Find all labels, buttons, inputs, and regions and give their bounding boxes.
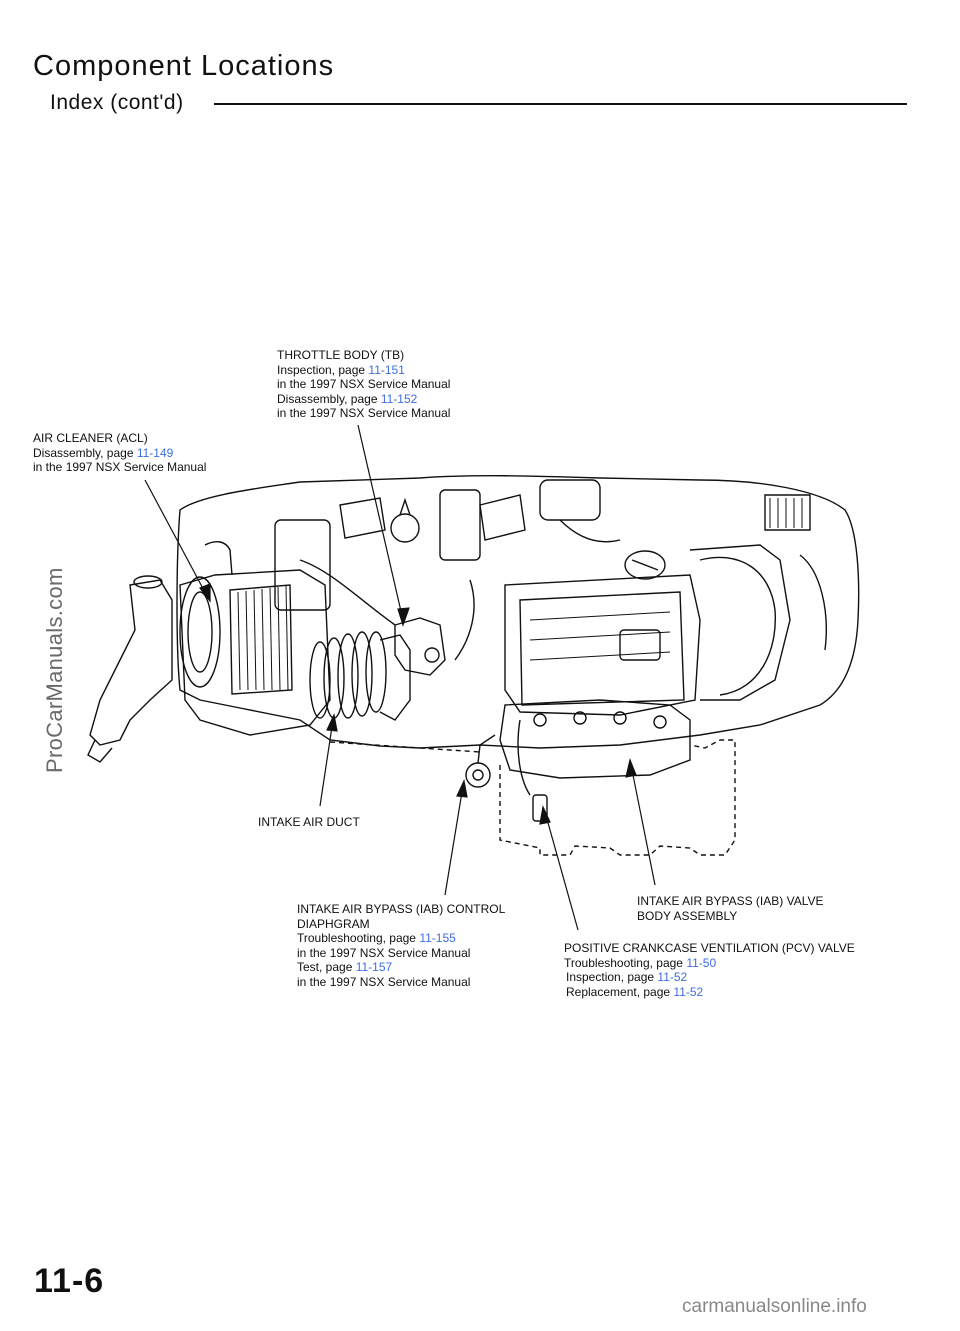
throttle-body-manual-text: in the 1997 NSX Service Manual [277, 377, 451, 391]
iab-diaphragm-label-1: INTAKE AIR BYPASS (IAB) CONTROL [297, 902, 506, 916]
iab-diaphragm-test-link[interactable]: 11-157 [355, 960, 393, 974]
intake-manifold [504, 574, 701, 716]
iab-diaphragm-troubleshooting-text: Troubleshooting, page [297, 931, 420, 945]
iab-diaphragm-test-text: Test, page [297, 960, 356, 974]
throttle-body-manual-text-2: in the 1997 NSX Service Manual [277, 406, 451, 420]
throttle-body-disassembly-link[interactable]: 11-152 [380, 391, 418, 406]
pcv-troubleshooting-link[interactable]: 11-50 [686, 955, 717, 970]
air-cleaner-label: AIR CLEANER (ACL) [33, 431, 148, 445]
header-rule [214, 103, 907, 105]
pcv-inspection-link[interactable]: 11-52 [657, 970, 688, 984]
throttle-body-inspection-link[interactable]: 11-151 [368, 362, 405, 377]
pcv-valve-label: POSITIVE CRANKCASE VENTILATION (PCV) VAL… [564, 941, 855, 955]
air-cleaner-manual-text: in the 1997 NSX Service Manual [33, 460, 207, 474]
throttle-body-label: THROTTLE BODY (TB) [277, 348, 405, 362]
inlet-tube [89, 579, 173, 746]
pcv-replacement-link[interactable]: 11-52 [673, 984, 704, 999]
iab-diaphragm [465, 762, 491, 788]
callout-throttle-body: THROTTLE BODY (TB) Inspection, page 11-1… [277, 348, 450, 421]
iab-diaphragm-troubleshooting-link[interactable]: 11-155 [419, 931, 456, 945]
engine-outline [176, 474, 860, 749]
callout-intake-duct: INTAKE AIR DUCT [258, 815, 360, 830]
intake-duct-bellows [309, 631, 387, 719]
throttle-body-inspection-text: Inspection, page [277, 362, 369, 377]
callout-iab-diaphragm: INTAKE AIR BYPASS (IAB) CONTROL DIAPHGRA… [297, 902, 505, 989]
throttle-body [394, 617, 446, 676]
callout-air-cleaner: AIR CLEANER (ACL) Disassembly, page 11-1… [33, 431, 206, 475]
throttle-body-disassembly-text: Disassembly, page [277, 391, 381, 406]
air-cleaner-box [179, 569, 331, 736]
iab-valve-body [499, 699, 691, 779]
intake-duct-label: INTAKE AIR DUCT [258, 815, 360, 829]
footer-site: carmanualsonline.info [682, 1296, 867, 1317]
page-title: Component Locations [33, 50, 335, 82]
callout-iab-valve: INTAKE AIR BYPASS (IAB) VALVE BODY ASSEM… [637, 894, 824, 923]
iab-diaphragm-label-2: DIAPHGRAM [297, 916, 370, 931]
pcv-troubleshooting-text: Troubleshooting, page [564, 955, 687, 970]
iab-valve-label-2: BODY ASSEMBLY [637, 908, 738, 923]
pcv-replacement-text: Replacement, page [566, 984, 674, 999]
iab-diaphragm-manual-text: in the 1997 NSX Service Manual [297, 945, 471, 960]
page-number: 11-6 [34, 1262, 105, 1300]
pcv-inspection-text: Inspection, page [566, 970, 658, 984]
air-cleaner-disassembly-link[interactable]: 11-149 [136, 445, 174, 460]
air-cleaner-disassembly-text: Disassembly, page [33, 445, 137, 460]
callout-pcv-valve: POSITIVE CRANKCASE VENTILATION (PCV) VAL… [564, 941, 855, 999]
iab-diaphragm-manual-text-2: in the 1997 NSX Service Manual [297, 974, 471, 989]
iab-valve-label-1: INTAKE AIR BYPASS (IAB) VALVE [637, 894, 824, 908]
page-subtitle: Index (cont'd) [50, 91, 184, 114]
